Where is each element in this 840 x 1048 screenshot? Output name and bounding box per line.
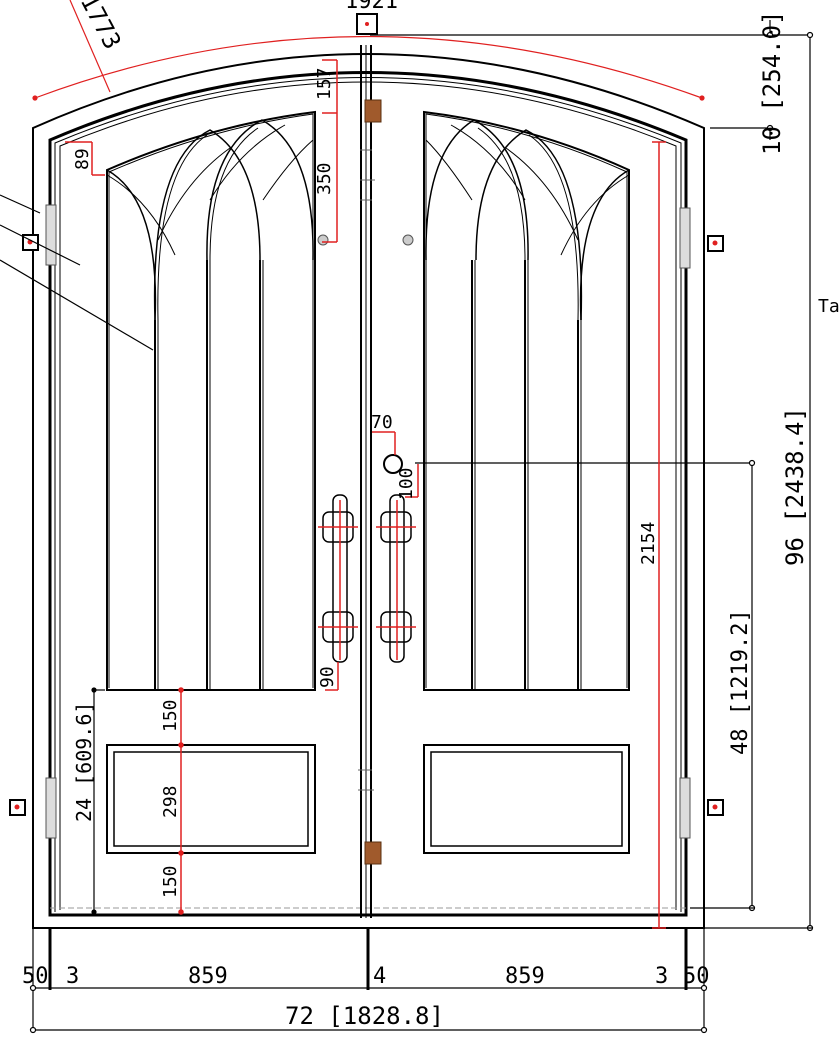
label-arc-length: 1773	[75, 0, 127, 54]
label-inner-height: 2154	[638, 522, 659, 565]
label-knocker-x: 70	[371, 412, 393, 433]
label-top-width: 1921	[345, 0, 398, 14]
label-bottom-left-gap: 3	[66, 964, 79, 989]
handle-right	[376, 494, 416, 663]
label-center-gap: 4	[373, 964, 386, 989]
hinge-left-top	[22, 204, 57, 266]
label-bottom-left-frame: 50	[22, 964, 49, 989]
label-side-ta: Ta	[818, 296, 840, 317]
left-glass-panel	[106, 110, 316, 691]
knocker	[383, 454, 403, 474]
dim-left-panel	[91, 687, 105, 915]
label-panel-height: 24 [609.6]	[72, 702, 96, 822]
dim-red-internal	[65, 59, 666, 929]
dim-arc	[32, 0, 705, 101]
hinge-right-bottom	[679, 777, 724, 839]
label-bottom-right-frame: 50	[683, 964, 710, 989]
label-arch-offset: 157	[314, 67, 335, 100]
label-leaf-left: 859	[188, 964, 228, 989]
label-rail-bottom: 150	[160, 865, 181, 898]
label-total-width: 72 [1828.8]	[285, 1002, 444, 1030]
label-bottom-right-gap: 3	[655, 964, 668, 989]
label-handle-height: 48 [1219.2]	[728, 609, 753, 755]
label-gothic-depth: 350	[314, 162, 335, 195]
label-knocker-y: 100	[396, 467, 417, 500]
leader-lines	[0, 194, 154, 351]
handle-left	[318, 494, 358, 663]
lower-panels	[106, 744, 630, 854]
label-rail-top: 150	[160, 699, 181, 732]
flush-bolts	[358, 99, 382, 865]
label-top-gap: 89	[72, 148, 93, 170]
center-astragal	[356, 13, 378, 918]
dim-right	[370, 20, 814, 932]
label-arch-rise: 10 [254.0]	[758, 11, 786, 156]
label-total-height: 96 [2438.4]	[781, 407, 809, 566]
label-panel-inner: 298	[160, 785, 181, 818]
hinge-right-top	[679, 207, 724, 269]
dim-bottom	[29, 928, 708, 1034]
label-leaf-right: 859	[505, 964, 545, 989]
hinges	[9, 204, 724, 839]
right-glass-panel	[423, 110, 630, 691]
label-handle-gap: 90	[317, 666, 338, 688]
door-frame	[32, 53, 705, 929]
hinge-left-bottom	[9, 777, 57, 839]
